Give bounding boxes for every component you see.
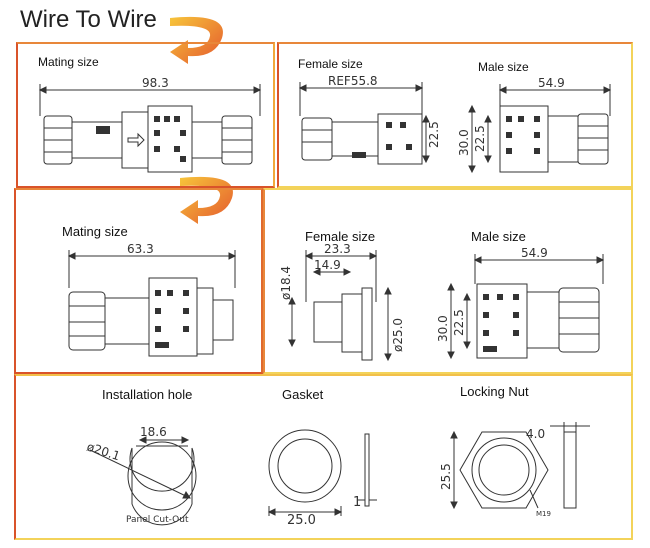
dim-b: 14.9 xyxy=(314,258,341,272)
locking-nut-label: Locking Nut xyxy=(460,384,529,399)
dim-flat: 18.6 xyxy=(140,425,167,439)
mating-connector-drawing: 63.3 xyxy=(67,242,237,357)
dim-length: 98.3 xyxy=(142,76,169,90)
dim-dia-right: ø25.0 xyxy=(391,318,405,352)
male-size-label: Male size xyxy=(471,229,526,244)
thread-label: M19 xyxy=(536,510,551,518)
dim-length: REF55.8 xyxy=(328,74,378,88)
panel-female-male-1 xyxy=(277,42,633,188)
dim-diameter: ø20.1 xyxy=(85,440,122,464)
panel-mating-size-1 xyxy=(16,42,275,188)
panel-mating-size-2 xyxy=(14,188,263,374)
female-connector-drawing: REF55.8 22.5 xyxy=(298,74,441,165)
dim-length: 54.9 xyxy=(521,246,548,260)
male-connector-drawing: 54.9 30.0 22.5 xyxy=(436,246,605,360)
dim-thickness: 1 xyxy=(353,495,361,510)
female-size-label: Female size xyxy=(298,57,363,71)
dim-inner: 22.5 xyxy=(473,125,487,152)
male-size-label: Male size xyxy=(478,60,529,74)
installation-hole-drawing: 18.6 ø20.1 Panel Cut-Out xyxy=(85,425,197,526)
locking-nut-drawing: M19 25.5 4.0 xyxy=(439,422,590,518)
panel-accessories xyxy=(14,374,633,540)
mating-size-label: Mating size xyxy=(38,55,99,69)
dim-outer: 30.0 xyxy=(436,315,450,342)
curved-arrow-icon xyxy=(170,16,223,64)
dim-inner: 22.5 xyxy=(452,309,466,336)
mating-connector-drawing: 98.3 xyxy=(38,76,262,173)
dim-length: 54.9 xyxy=(538,76,565,90)
dim-height: 22.5 xyxy=(427,121,441,148)
gasket-label: Gasket xyxy=(282,387,324,402)
installation-hole-label: Installation hole xyxy=(102,387,193,402)
dim-a: 23.3 xyxy=(324,242,351,256)
dim-diameter: 25.0 xyxy=(287,513,316,528)
panel-cutout-caption: Panel Cut-Out xyxy=(126,515,189,525)
male-connector-drawing: 54.9 30.0 22.5 xyxy=(457,76,612,174)
dim-length: 63.3 xyxy=(127,242,154,256)
page-title: Wire To Wire xyxy=(20,6,157,33)
female-panel-connector-drawing: 23.3 14.9 ø18.4 ø25.0 xyxy=(279,242,405,362)
mating-size-label: Mating size xyxy=(62,224,128,239)
dim-outer: 30.0 xyxy=(457,129,471,156)
panel-female-male-2 xyxy=(263,188,633,374)
female-size-label: Female size xyxy=(305,229,376,244)
dim-dia-left: ø18.4 xyxy=(279,266,293,300)
gasket-drawing: 25.0 1 xyxy=(267,429,377,528)
dim-thickness: 4.0 xyxy=(526,427,545,441)
dim-across-flats: 25.5 xyxy=(439,463,453,490)
